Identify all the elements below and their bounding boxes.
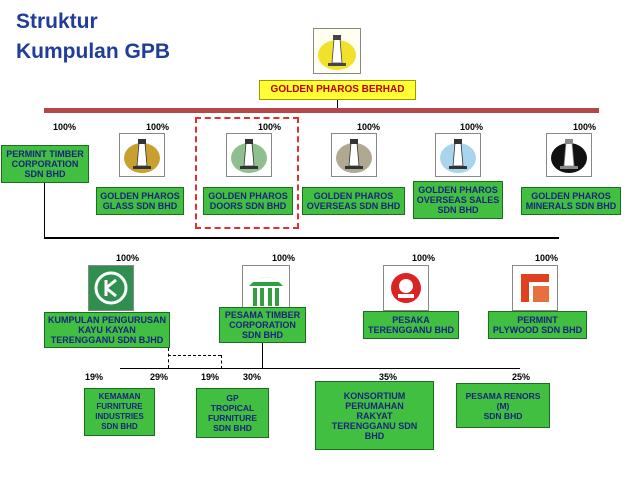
box-line: GOLDEN PHAROS <box>208 191 288 201</box>
box-line: TROPICAL <box>210 403 255 413</box>
kpk-dashed-link <box>168 348 169 368</box>
level3-pct-renors: 25% <box>512 372 531 382</box>
level2-pct-4: 100% <box>535 253 559 263</box>
box-line: TERENGGANU SDN BJHD <box>50 335 164 345</box>
level3-pct-kemaman-b: 29% <box>150 372 169 382</box>
box-line: PESAKA <box>392 315 430 325</box>
pesama-to-level3-connector <box>262 343 263 369</box>
box-line: SDN BHD <box>101 422 138 431</box>
level3-pct-gp-a: 19% <box>201 372 220 382</box>
box-line: RAKYAT <box>356 410 393 421</box>
box-line: SDN BHD <box>213 423 252 433</box>
root-company-box[interactable]: GOLDEN PHAROS BERHAD <box>259 80 416 100</box>
box-line: MINERALS SDN BHD <box>525 201 617 211</box>
box-line: PERMINT TIMBER <box>6 149 84 159</box>
pesaka-red-logo-icon <box>383 265 429 311</box>
box-line: FURNITURE <box>96 402 143 411</box>
box-line: TERENGGANU BHD <box>367 325 454 335</box>
box-line: DOORS SDN BHD <box>209 201 287 211</box>
box-line: OVERSEAS SDN BHD <box>306 201 401 211</box>
level1-pct-3: 100% <box>258 122 282 132</box>
permint-to-level2-connector <box>44 183 45 238</box>
box-line: BHD <box>364 430 385 441</box>
pharos-grey-icon <box>331 133 377 177</box>
level1-pct-5: 100% <box>460 122 484 132</box>
pharos-green-icon <box>226 133 272 177</box>
kpk-dashed-link-v2 <box>221 355 222 369</box>
level3-pct-kemaman-a: 19% <box>85 372 104 382</box>
level3-connector-bar <box>120 368 520 369</box>
pesama-tree-logo-icon <box>242 265 290 311</box>
root-to-level1-connector <box>337 100 338 110</box>
box-line: PESAMA TIMBER <box>224 310 301 320</box>
box-line: KUMPULAN PENGURUSAN <box>47 315 166 325</box>
page-title-line1: Struktur <box>16 10 98 33</box>
box-line: PLYWOOD SDN BHD <box>492 325 583 335</box>
box-line: GOLDEN PHAROS <box>418 185 498 195</box>
box-line: SDN BHD <box>483 410 523 421</box>
level2-pct-2: 100% <box>272 253 296 263</box>
kpk-dashed-link-h <box>168 355 221 356</box>
highlight-doors-frame <box>195 117 299 229</box>
level3-pct-gp-b: 30% <box>243 372 262 382</box>
box-line: FURNITURE <box>207 413 258 423</box>
level2-connector-bar <box>44 237 559 239</box>
pharos-gold-icon <box>119 133 165 177</box>
box-line: CORPORATION <box>229 320 296 330</box>
box-line: PERMINT <box>517 315 558 325</box>
box-line: GP <box>226 393 239 403</box>
box-line: INDUSTRIES <box>95 412 144 421</box>
box-line: SDN BHD <box>24 169 66 179</box>
box-line: GOLDEN PHAROS <box>100 191 180 201</box>
level2-pct-3: 100% <box>412 253 436 263</box>
box-line: TERENGGANU SDN <box>331 420 418 431</box>
box-line: GOLDEN PHAROS <box>531 191 611 201</box>
box-line: SDN BHD <box>437 205 479 215</box>
box-line: KEMAMAN <box>98 392 141 401</box>
box-line: KONSORTIUM <box>343 390 406 401</box>
box-line: GOLDEN PHAROS <box>313 191 394 201</box>
permint-red-logo-icon <box>512 265 558 311</box>
box-line: OVERSEAS SALES <box>416 195 500 205</box>
box-line: PESAMA RENORS <box>465 390 541 401</box>
pharos-black-icon <box>546 133 592 177</box>
gpb-root-logo-icon <box>313 28 361 74</box>
level1-pct-4: 100% <box>357 122 381 132</box>
level1-pct-2: 100% <box>146 122 170 132</box>
pharos-lightblue-icon <box>435 133 481 177</box>
root-company-label: GOLDEN PHAROS BERHAD <box>270 84 405 95</box>
page-title-line2: Kumpulan GPB <box>16 40 171 63</box>
kpk-green-logo-icon <box>88 265 134 311</box>
box-line: CORPORATION <box>11 159 79 169</box>
associate-box-pesama-renors[interactable]: PESAMA RENORS(M)SDN BHD <box>456 383 550 428</box>
box-line: (M) <box>496 400 510 411</box>
box-line: SDN BHD <box>241 330 283 340</box>
level1-pct-1: 100% <box>53 122 77 132</box>
level3-pct-konsortium: 35% <box>379 372 398 382</box>
level1-pct-6: 100% <box>573 122 597 132</box>
level1-connector-bar <box>44 108 599 113</box>
box-line: GLASS SDN BHD <box>102 201 178 211</box>
box-line: KAYU KAYAN <box>78 325 136 335</box>
level2-pct-1: 100% <box>116 253 140 263</box>
box-line: PERUMAHAN <box>345 400 404 411</box>
